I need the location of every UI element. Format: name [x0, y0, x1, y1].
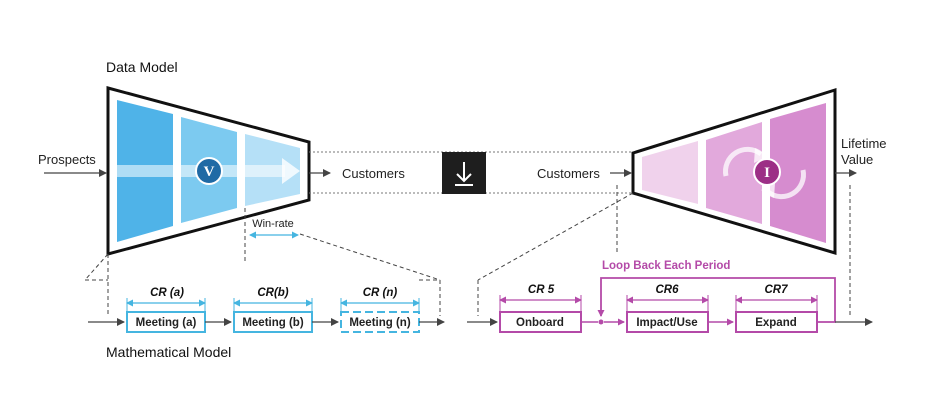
prospects-label: Prospects	[38, 152, 96, 167]
right-badge-letter: I	[764, 165, 770, 181]
stage-label-impact-use: Impact/Use	[636, 317, 697, 329]
loop-junction-dot	[598, 319, 604, 325]
rate-cr-a: CR (a)	[150, 287, 184, 299]
stage-label-meeting-n: Meeting (n)	[349, 317, 410, 329]
download-arrowhead	[456, 173, 472, 183]
rate-cr-7: CR7	[764, 284, 788, 296]
right-badge-icon	[753, 158, 781, 186]
right-funnel-segment-1	[642, 141, 698, 204]
data-model-title: Data Model	[106, 59, 178, 75]
right-funnel-segment-3	[770, 103, 826, 243]
loop-arrowhead-top	[754, 148, 768, 163]
loop-back-label: Loop Back Each Period	[602, 260, 730, 272]
rate-cr-b: CR(b)	[257, 287, 288, 299]
zoom-line-left-3	[84, 253, 109, 281]
left-badge-letter: V	[204, 164, 215, 180]
rate-cr-n: CR (n)	[363, 287, 398, 299]
rate-cr-6: CR6	[655, 284, 679, 296]
loop-arrowhead-bottom	[761, 183, 775, 198]
mathematical-model-title: Mathematical Model	[106, 344, 231, 360]
stage-label-expand: Expand	[755, 317, 797, 329]
zoom-line-right-1	[477, 192, 634, 281]
right-funnel: I	[631, 87, 837, 256]
right-math-model: CR 5 Onboard CR6 Impact/Use CR7 Expand L…	[467, 260, 873, 333]
left-funnel: V	[106, 86, 311, 256]
stage-label-onboard: Onboard	[516, 317, 564, 329]
stage-label-meeting-a: Meeting (a)	[136, 317, 197, 329]
customers-right-label: Customers	[537, 166, 600, 181]
loop-back-path	[597, 277, 836, 323]
stage-label-meeting-b: Meeting (b)	[242, 317, 303, 329]
customers-left-label: Customers	[342, 166, 405, 181]
zoom-line-left-4	[299, 233, 441, 281]
rate-cr-5: CR 5	[528, 284, 555, 296]
left-badge-icon	[195, 157, 223, 185]
left-math-model: CR (a) Meeting (a) CR(b) Meeting (b) CR …	[85, 279, 445, 333]
win-rate-label: Win-rate	[252, 218, 294, 230]
download-box	[442, 152, 486, 194]
left-flow-arrowhead	[282, 158, 300, 184]
